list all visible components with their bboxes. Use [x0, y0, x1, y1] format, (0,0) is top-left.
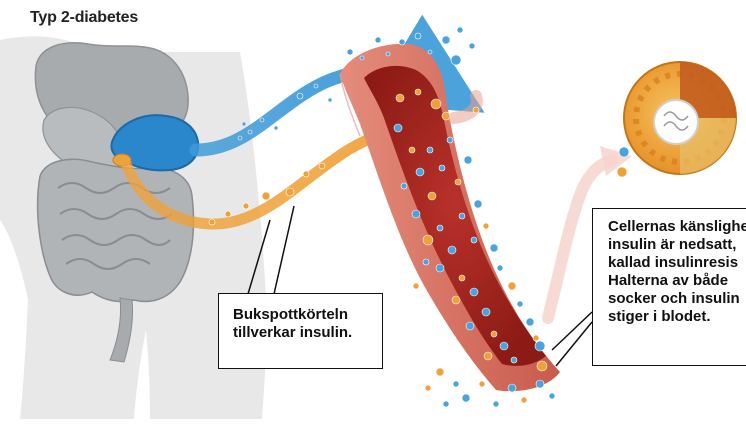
- insulin-dot-icon: [482, 222, 490, 230]
- insulin-dot-icon: [478, 380, 486, 388]
- glucose-dot-icon: [470, 236, 478, 244]
- insulin-dot-icon: [414, 88, 422, 96]
- insulin-dot-icon: [422, 234, 434, 246]
- insulin-dot-icon: [520, 396, 528, 404]
- insulin-dot-icon: [451, 295, 461, 305]
- callout-pancreas-line-1: Bukspottkörteln: [233, 306, 349, 323]
- glucose-dot-icon: [427, 49, 433, 55]
- insulin-dot-icon: [454, 178, 462, 186]
- insulin-dot-icon: [261, 191, 271, 201]
- insulin-dot-icon: [458, 274, 466, 282]
- insulin-dot-icon: [424, 384, 432, 392]
- glucose-dot-icon: [458, 212, 466, 220]
- glucose-dot-icon: [510, 356, 518, 364]
- insulin-dot-icon: [435, 367, 445, 377]
- glucose-dot-icon: [481, 307, 491, 317]
- glucose-dot-icon: [465, 321, 475, 331]
- callout-cells-line-5: socker och insulin: [608, 290, 740, 307]
- glucose-dot-icon: [507, 383, 517, 393]
- insulin-dot-icon: [507, 281, 517, 291]
- glucose-dot-icon: [426, 146, 434, 154]
- insulin-dot-icon: [224, 210, 232, 218]
- glucose-dot-icon: [438, 164, 446, 172]
- glucose-dot-icon: [492, 400, 500, 408]
- glucose-dot-icon: [273, 125, 279, 131]
- glucose-dot-icon: [359, 55, 365, 61]
- glucose-dot-icon: [456, 26, 464, 34]
- callout-leaders: [247, 205, 593, 367]
- insulin-dot-icon: [532, 334, 540, 342]
- insulin-dot-icon: [285, 187, 295, 197]
- glucose-dot-icon: [435, 263, 445, 273]
- glucose-dot-icon: [489, 243, 499, 253]
- glucose-dot-icon: [411, 209, 421, 219]
- insulin-dot-icon: [490, 330, 498, 338]
- glucose-dot-icon: [393, 123, 403, 133]
- glucose-dot-icon: [499, 341, 509, 351]
- glucose-dot-icon: [463, 155, 473, 165]
- glucose-dot-icon: [422, 258, 430, 266]
- insulin-dot-icon: [408, 146, 416, 154]
- glucose-dot-icon: [525, 317, 535, 327]
- callout-cells-line-4: Halterna av både: [608, 272, 729, 289]
- insulin-dot-icon: [427, 191, 437, 201]
- callout-insulin-resistance: Cellernas känslighet insulin är nedsatt,…: [592, 208, 746, 366]
- glucose-dot-icon: [346, 48, 354, 56]
- insulin-dot-icon: [483, 351, 493, 361]
- glucose-dot-icon: [441, 35, 451, 45]
- callout-cells-line-1: Cellernas känslighet: [608, 218, 746, 235]
- glucose-dot-icon: [452, 380, 460, 388]
- glucose-dot-icon: [259, 117, 265, 123]
- diagram-title: Typ 2-diabetes: [30, 9, 139, 26]
- insulin-dot-icon: [441, 111, 451, 121]
- glucose-dot-icon: [516, 300, 524, 308]
- glucose-dot-icon: [241, 121, 247, 127]
- glucose-dot-icon: [496, 264, 504, 272]
- glucose-dot-icon: [468, 42, 476, 50]
- glucose-dot-icon: [442, 400, 450, 408]
- insulin-dot-icon: [536, 360, 548, 372]
- callout-pancreas-line-2: tillverkar insulin.: [233, 324, 353, 341]
- glucose-dot-icon: [237, 135, 243, 141]
- glucose-dot-icon: [461, 393, 471, 403]
- glucose-dot-icon: [618, 146, 630, 158]
- insulin-dot-icon: [208, 218, 216, 226]
- glucose-dot-icon: [469, 287, 479, 297]
- body-cell-icon: [623, 61, 737, 175]
- insulin-dot-icon: [242, 202, 250, 210]
- molecule-dots: [208, 26, 630, 408]
- insulin-dot-icon: [395, 93, 405, 103]
- insulin-dot-icon: [318, 162, 326, 170]
- callout-cells-line-2: insulin är nedsatt,: [608, 236, 737, 253]
- glucose-dot-icon: [327, 97, 333, 103]
- callout-pancreas-insulin: Bukspottkörteln tillverkar insulin.: [218, 293, 383, 369]
- glucose-dot-icon: [473, 199, 483, 209]
- glucose-dot-icon: [414, 32, 422, 40]
- insulin-dot-icon: [430, 98, 442, 110]
- glucose-dot-icon: [415, 167, 425, 177]
- callout-cells-line-6: stiger i blodet.: [608, 308, 711, 325]
- glucose-dot-icon: [313, 83, 319, 89]
- glucose-dot-icon: [436, 224, 444, 232]
- insulin-dot-icon: [302, 170, 310, 178]
- insulin-dot-icon: [616, 166, 628, 178]
- insulin-dot-icon: [472, 106, 480, 114]
- glucose-dot-icon: [450, 54, 462, 66]
- glucose-dot-icon: [247, 129, 253, 135]
- glucose-dot-icon: [548, 392, 556, 400]
- glucose-dot-icon: [446, 136, 454, 144]
- transfer-arrow: [542, 154, 618, 324]
- glucose-dot-icon: [447, 245, 457, 255]
- glucose-dot-icon: [535, 379, 545, 389]
- glucose-dot-icon: [398, 38, 406, 46]
- insulin-dot-icon: [412, 282, 420, 290]
- glucose-dot-icon: [400, 182, 408, 190]
- glucose-dot-icon: [385, 51, 391, 57]
- callout-cells-line-3: kallad insulinresis: [608, 254, 739, 271]
- glucose-dot-icon: [374, 36, 382, 44]
- glucose-dot-icon: [296, 92, 304, 100]
- glucose-dot-icon: [534, 340, 546, 352]
